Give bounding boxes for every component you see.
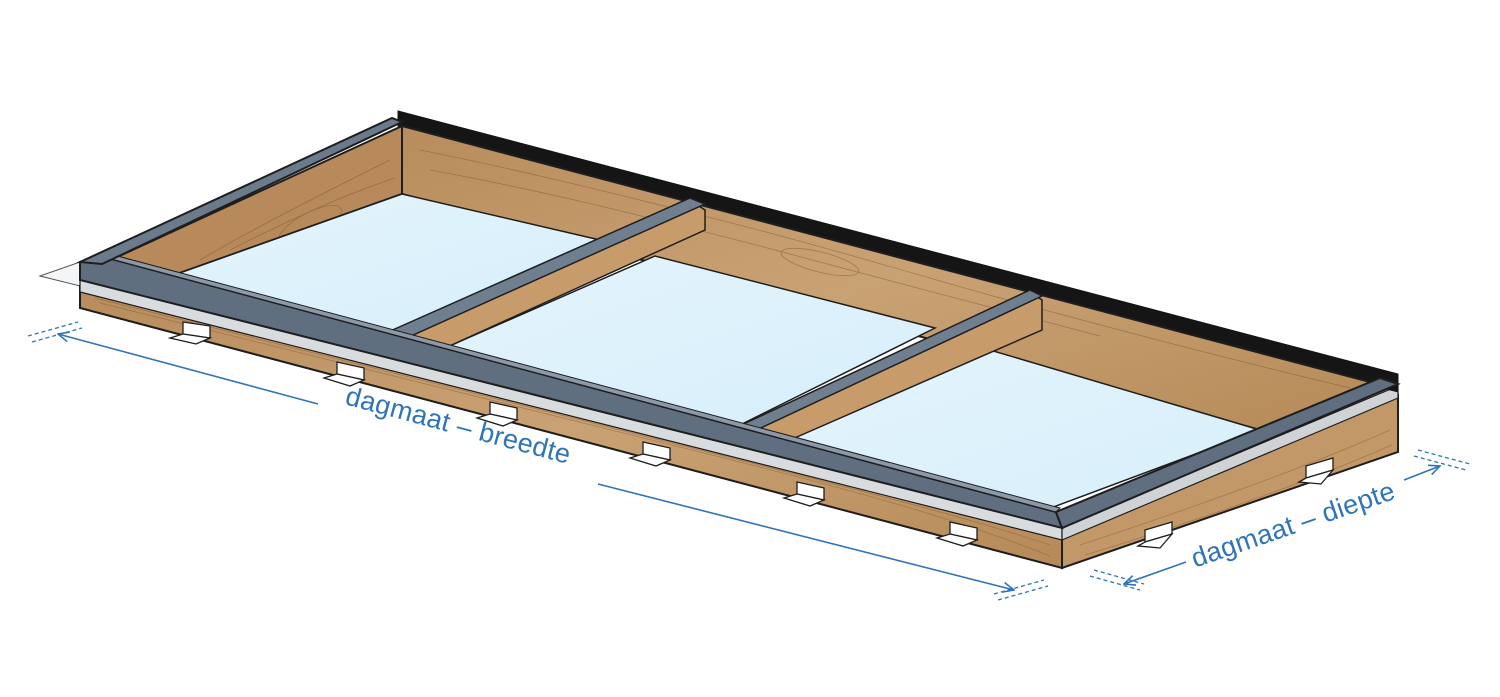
width-arrow-right bbox=[597, 483, 1014, 590]
mounting-clip bbox=[627, 441, 673, 467]
curb-wood-grain bbox=[94, 297, 1393, 557]
mounting-clip bbox=[934, 521, 980, 547]
mounting-clip bbox=[1135, 521, 1174, 549]
depth-arrow-right bbox=[1403, 466, 1440, 481]
mounting-clips bbox=[167, 321, 1335, 549]
mounting-clip bbox=[781, 481, 827, 507]
frame-right-rail bbox=[1054, 376, 1401, 530]
frame-left-rail bbox=[76, 116, 405, 266]
mounting-clip bbox=[1296, 457, 1335, 485]
width-arrow-left bbox=[58, 334, 319, 405]
mounting-clip bbox=[474, 401, 520, 427]
mounting-clip bbox=[167, 321, 213, 345]
depth-arrow-left bbox=[1124, 561, 1187, 584]
mounting-clip bbox=[321, 361, 367, 387]
